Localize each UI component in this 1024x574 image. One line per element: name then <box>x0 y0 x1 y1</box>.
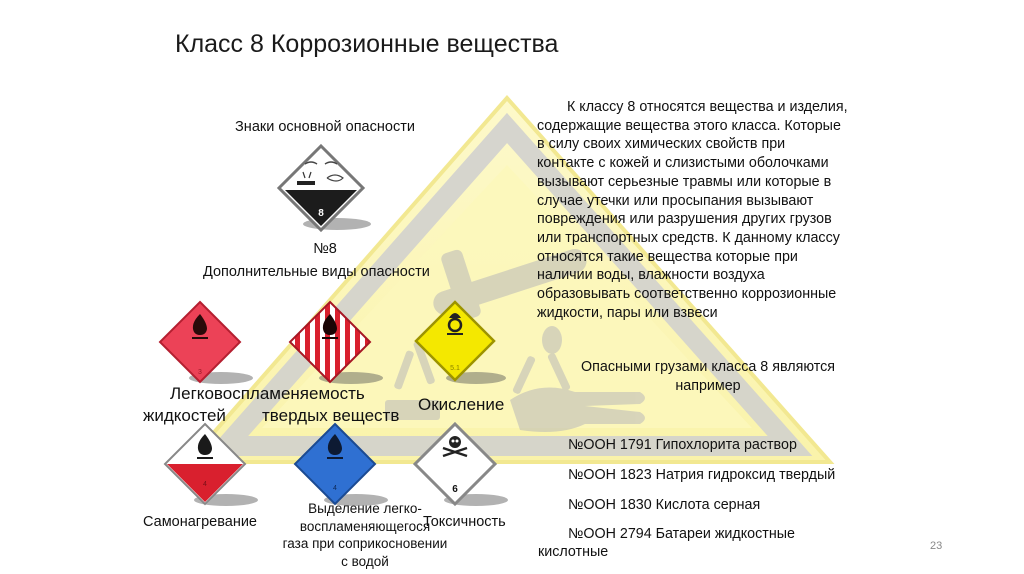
un-example-2794-continuation: кислотные <box>538 544 609 560</box>
examples-heading: Опасными грузами класса 8 являются напри… <box>581 359 835 394</box>
spontaneous-combustion-class-4-sign: 4 <box>163 422 258 506</box>
page-number: 23 <box>930 540 943 552</box>
additional-hazards-heading: Дополнительные виды опасности <box>203 264 430 280</box>
skull-crossbones-icon <box>442 436 468 458</box>
main-hazard-heading: Знаки основной опасности <box>235 119 415 135</box>
caption-dangerous-when-wet: Выделение легко- воспламеняющегося газа … <box>282 501 448 569</box>
svg-text:6: 6 <box>452 484 458 495</box>
oxidizer-class-5-1-sign: 5.1 <box>414 300 506 384</box>
svg-text:5.1: 5.1 <box>450 365 460 372</box>
flame-icon <box>327 434 342 455</box>
un-example-1823: №ООН 1823 Натрия гидроксид твердый <box>568 467 836 483</box>
flame-icon <box>322 314 337 335</box>
main-hazard-number-label: №8 <box>313 241 337 257</box>
flame-icon <box>197 434 212 455</box>
svg-text:3: 3 <box>198 369 202 376</box>
corrosive-class-8-sign: 8 <box>276 143 371 233</box>
un-example-1791: №ООН 1791 Гипохлорита раствор <box>568 437 797 453</box>
un-example-1830: №ООН 1830 Кислота серная <box>568 497 761 513</box>
caption-liquids: жидкостей <box>143 406 226 425</box>
svg-text:8: 8 <box>318 208 324 219</box>
corroded-hand-icon <box>326 174 344 182</box>
flame-over-circle-icon <box>447 317 463 333</box>
caption-oxidation: Окисление <box>418 395 505 414</box>
slide-title: Класс 8 Коррозионные вещества <box>175 30 559 58</box>
caption-solids: твердых веществ <box>262 406 400 425</box>
flammable-solid-class-4-sign <box>288 300 383 384</box>
corroded-bar-icon <box>297 181 315 185</box>
caption-self-heating: Самонагревание <box>143 514 257 530</box>
svg-text:4: 4 <box>333 485 337 492</box>
un-example-2794: №ООН 2794 Батареи жидкостные <box>568 526 795 542</box>
class-8-description: К классу 8 относятся вещества и изделия,… <box>537 99 848 321</box>
svg-text:4: 4 <box>203 481 207 488</box>
flammable-liquid-class-3-sign: 3 <box>158 300 253 384</box>
flame-icon <box>192 314 207 335</box>
dangerous-when-wet-class-4-sign: 4 <box>293 422 388 506</box>
toxic-class-6-sign: 6 <box>412 421 508 507</box>
caption-flammability: Легковоспламеняемость <box>170 384 365 403</box>
caption-toxicity: Токсичность <box>423 514 506 530</box>
